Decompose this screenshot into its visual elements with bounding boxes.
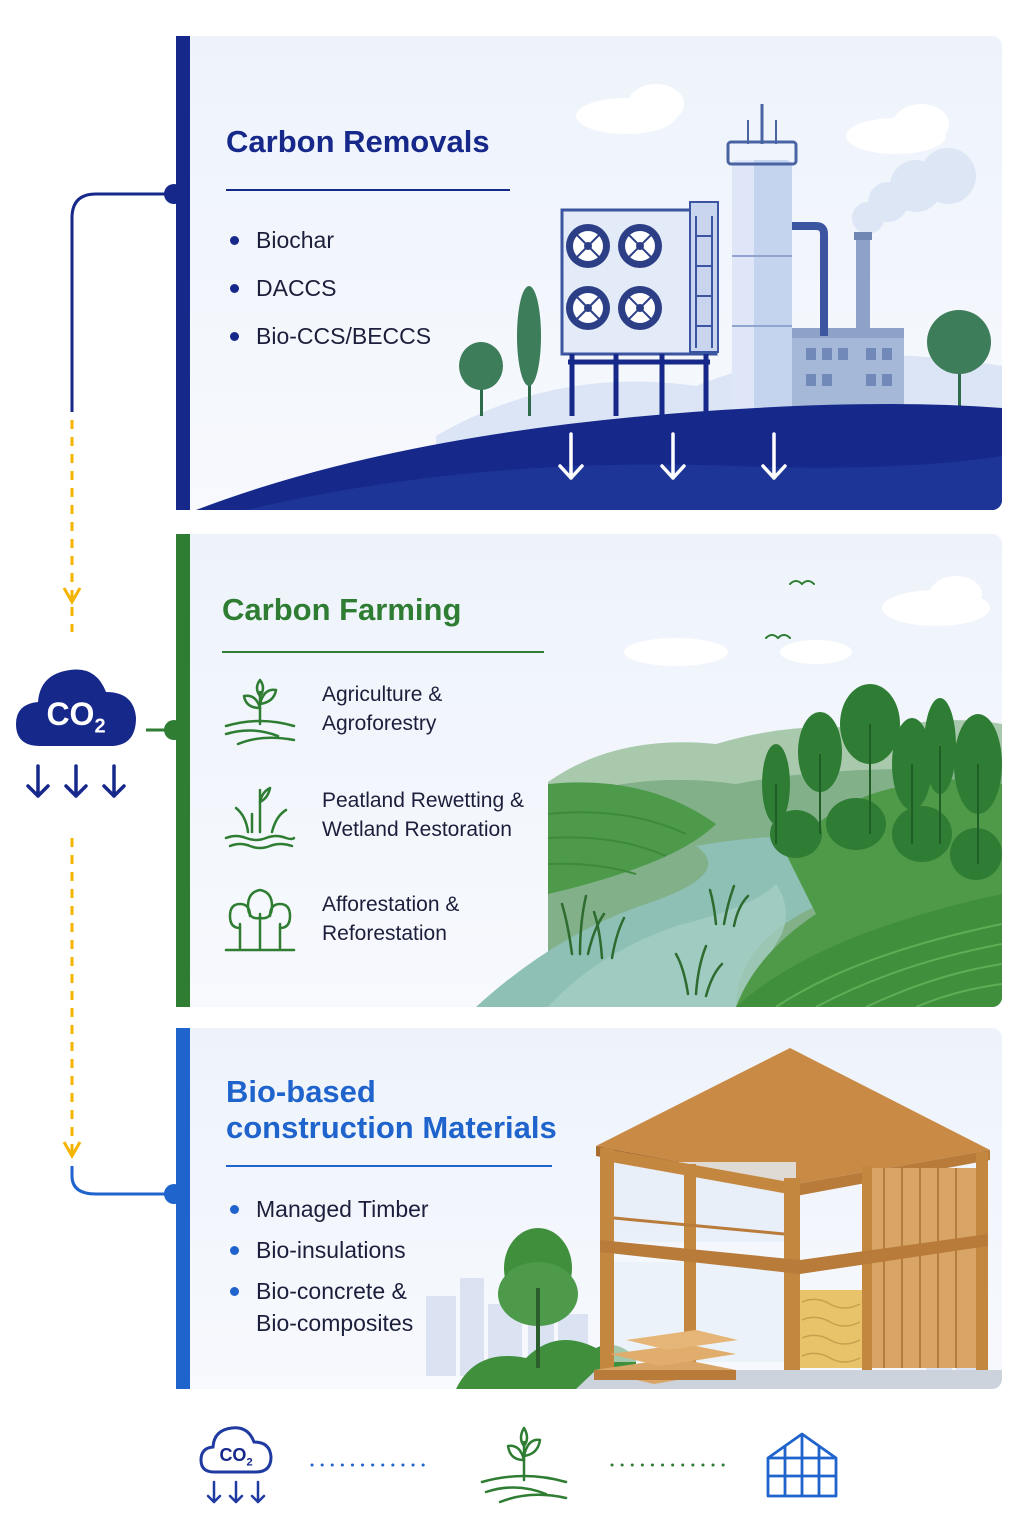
farming-item-agriculture: Agriculture & Agroforestry [222, 674, 552, 754]
farming-item-line2: Wetland Restoration [322, 818, 512, 841]
dotted-separator [310, 1463, 434, 1467]
bio-materials-title-line1: Bio-based [226, 1074, 376, 1109]
bio-materials-title: Bio-based construction Materials [226, 1074, 557, 1146]
carbon-farming-title: Carbon Farming [222, 592, 462, 627]
footer-sprout-icon [480, 1426, 568, 1504]
flow-connectors [62, 184, 184, 1204]
wetland-reeds-icon [224, 786, 296, 850]
title-divider [226, 1165, 552, 1167]
farming-item-line2: Agroforestry [322, 712, 437, 735]
list-item-continued: Bio-composites [256, 1310, 414, 1336]
farming-item-line1: Peatland Rewetting & [322, 789, 524, 812]
list-item: DACCS [226, 270, 431, 318]
farming-item-line1: Afforestation & [322, 893, 460, 916]
title-divider [226, 189, 510, 191]
connector-removals [70, 192, 176, 412]
list-item: Bio-CCS/BECCS [226, 318, 431, 366]
co2-label: CO [46, 696, 95, 732]
bio-materials-panel: Bio-based construction Materials Managed… [176, 1028, 1002, 1389]
farming-item-peatland: Peatland Rewetting & Wetland Restoration [222, 780, 552, 860]
materials-list: Managed Timber Bio-insulations Bio-concr… [226, 1192, 429, 1340]
footer-co2-label: CO [219, 1445, 247, 1465]
list-item: Managed Timber [226, 1192, 429, 1233]
co2-subscript: 2 [94, 715, 106, 738]
cloud-icon [16, 669, 136, 746]
dotted-separator [610, 1463, 734, 1467]
forest-trees-icon [224, 888, 296, 952]
landscape-river-illustration [476, 576, 1002, 1007]
down-arrows-icon [206, 1480, 266, 1504]
sprout-field-icon [224, 678, 296, 746]
panel-accent-bar [176, 534, 190, 1007]
connector-materials [70, 1166, 176, 1196]
list-item: Bio-concrete & [226, 1274, 429, 1306]
carbon-removals-panel: Carbon Removals Biochar DACCS Bio-CCS/BE… [176, 36, 1002, 510]
title-divider [222, 651, 544, 653]
panel-accent-bar [176, 1028, 190, 1389]
list-item: Biochar [226, 222, 431, 270]
cloud-icon [199, 1426, 273, 1474]
bio-materials-title-line2: construction Materials [226, 1110, 557, 1145]
farming-item-line1: Agriculture & [322, 683, 443, 706]
timber-frame-house-illustration [426, 1048, 1002, 1389]
farming-item-afforestation: Afforestation & Reforestation [222, 884, 552, 964]
footer-icon-row: CO2 [196, 1418, 856, 1518]
carbon-removals-title: Carbon Removals [226, 124, 490, 159]
list-item: Bio-insulations [226, 1233, 429, 1274]
carbon-farming-panel: Carbon Farming Agriculture & Agroforestr… [176, 534, 1002, 1007]
down-arrows-icon [26, 764, 126, 798]
farming-item-line2: Reforestation [322, 922, 447, 945]
footer-co2-subscript: 2 [246, 1456, 253, 1469]
co2-source: CO2 [14, 654, 138, 804]
footer-co2-icon: CO2 [196, 1418, 276, 1510]
panel-accent-bar [176, 36, 190, 510]
removals-list: Biochar DACCS Bio-CCS/BECCS [226, 222, 431, 366]
industrial-capture-illustration [196, 84, 1002, 510]
footer-greenhouse-icon [766, 1432, 838, 1498]
